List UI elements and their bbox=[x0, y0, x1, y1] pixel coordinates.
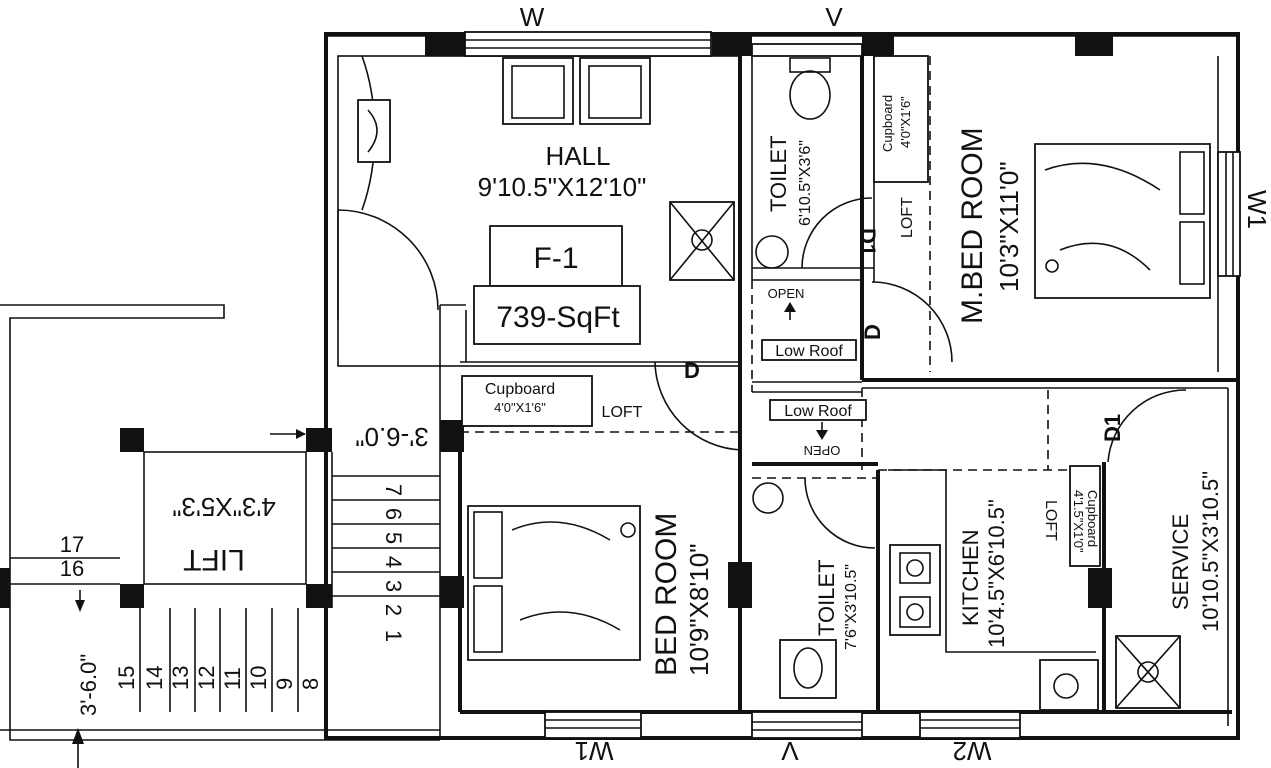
window-v-label: V bbox=[825, 2, 843, 32]
windows bbox=[464, 31, 1241, 739]
step-number: 11 bbox=[220, 667, 245, 690]
mbed-bed bbox=[1034, 143, 1211, 299]
bed-size: 10'9"X8'10" bbox=[684, 544, 714, 677]
step-number: 8 bbox=[298, 678, 323, 690]
arrows bbox=[784, 302, 828, 440]
window-v-bottom-label: V bbox=[781, 736, 799, 766]
kitchen-counter bbox=[888, 465, 1101, 711]
mbed-name: M.BED ROOM bbox=[956, 127, 989, 324]
service-name: SERVICE bbox=[1168, 514, 1193, 610]
step-number: 14 bbox=[142, 666, 167, 690]
cupboard-mbed-label: Cupboard bbox=[880, 95, 895, 152]
window-w1-bottom bbox=[544, 711, 642, 739]
area-sqft: 739-SqFt bbox=[496, 301, 620, 334]
step-number: 4 bbox=[381, 556, 406, 568]
hall-name: HALL bbox=[545, 141, 610, 171]
upper-flight-numbers: 1 2 3 4 5 6 7 bbox=[381, 484, 406, 642]
doors bbox=[337, 55, 1187, 549]
window-w-label: W bbox=[520, 2, 545, 32]
mbed-size: 10'3"X11'0" bbox=[994, 161, 1024, 292]
loft-mbed-label: LOFT bbox=[899, 197, 916, 238]
lower-flight-numbers: 15 14 13 12 11 10 9 8 bbox=[114, 666, 323, 690]
step-number: 9 bbox=[272, 678, 297, 690]
window-w1-bottom-label: W1 bbox=[575, 736, 614, 766]
labels: W V HALL 9'10.5"X12'10" F-1 739-SqFt Cup… bbox=[60, 2, 1271, 766]
lift-size: 4'3"X5'3" bbox=[172, 492, 276, 522]
cupboard-hall-label: Cupboard bbox=[485, 381, 555, 398]
window-v-bottom bbox=[751, 711, 863, 739]
dashed-lines bbox=[460, 56, 1104, 479]
step-number: 2 bbox=[381, 604, 406, 616]
lift-name: LIFT bbox=[183, 543, 245, 576]
kitchen-size: 10'4.5"X6'10.5" bbox=[984, 499, 1009, 648]
cupboard-kitchen-label: Cupboard bbox=[1085, 490, 1100, 547]
step-number: 7 bbox=[381, 484, 406, 496]
loft-hall-label: LOFT bbox=[602, 404, 643, 421]
landing-step-17: 17 bbox=[60, 532, 84, 557]
step-number: 10 bbox=[246, 666, 271, 690]
toilet2-size: 7'6"X3'10.5" bbox=[843, 564, 860, 650]
door-d1-toilet1: D1 bbox=[855, 228, 880, 256]
window-w1-right-label: W1 bbox=[1242, 190, 1271, 229]
cupboard-mbed-size: 4'0"X1'6" bbox=[898, 96, 913, 148]
hall-furniture bbox=[357, 57, 735, 345]
door-d-mbed: D bbox=[860, 324, 885, 340]
columns bbox=[0, 32, 1113, 608]
cupboard-hall-size: 4'0"X1'6" bbox=[494, 400, 546, 415]
step-number: 3 bbox=[381, 580, 406, 592]
bed-name: BED ROOM bbox=[650, 513, 683, 676]
window-v-top bbox=[751, 43, 863, 57]
step-number: 12 bbox=[194, 666, 219, 690]
open-label-top: OPEN bbox=[768, 286, 805, 301]
step-number: 5 bbox=[381, 532, 406, 544]
toilet1-size: 6'10.5"X3'6" bbox=[797, 140, 814, 226]
hall-size: 9'10.5"X12'10" bbox=[478, 172, 647, 202]
door-d1-kitchen: D1 bbox=[1100, 414, 1125, 442]
stair-dimension-left: 3'-6.0" bbox=[76, 654, 101, 716]
open-label-bottom: OPEN bbox=[804, 443, 841, 458]
toilet1-fixtures bbox=[755, 57, 831, 269]
step-number: 15 bbox=[114, 666, 139, 690]
staircase bbox=[0, 304, 440, 768]
cupboard-kitchen-size: 4'1.5"X1'0" bbox=[1071, 490, 1086, 553]
loft-kitchen-label: LOFT bbox=[1042, 500, 1059, 541]
window-w2 bbox=[919, 711, 1021, 739]
window-w2-label: W2 bbox=[953, 736, 992, 766]
low-roof-top: Low Roof bbox=[775, 343, 843, 360]
landing-step-16: 16 bbox=[60, 556, 84, 581]
service-fixtures bbox=[1115, 635, 1181, 709]
step-number: 1 bbox=[381, 630, 406, 642]
service-size: 10'10.5"X3'10.5" bbox=[1198, 471, 1223, 632]
cupboards bbox=[461, 55, 929, 427]
toilet2-fixtures bbox=[752, 482, 837, 699]
toilet2-name: TOILET bbox=[814, 559, 839, 636]
low-roof-bottom: Low Roof bbox=[784, 403, 852, 420]
door-d-hall: D bbox=[684, 358, 700, 383]
window-w1-right bbox=[1217, 151, 1241, 277]
bedroom-bed bbox=[467, 505, 641, 661]
step-number: 13 bbox=[168, 666, 193, 690]
kitchen-name: KITCHEN bbox=[958, 529, 983, 626]
flat-number: F-1 bbox=[534, 242, 579, 275]
stair-dimension-top: 3'-6.0" bbox=[355, 422, 428, 452]
toilet1-name: TOILET bbox=[766, 135, 791, 212]
step-number: 6 bbox=[381, 508, 406, 520]
window-w bbox=[464, 31, 712, 57]
